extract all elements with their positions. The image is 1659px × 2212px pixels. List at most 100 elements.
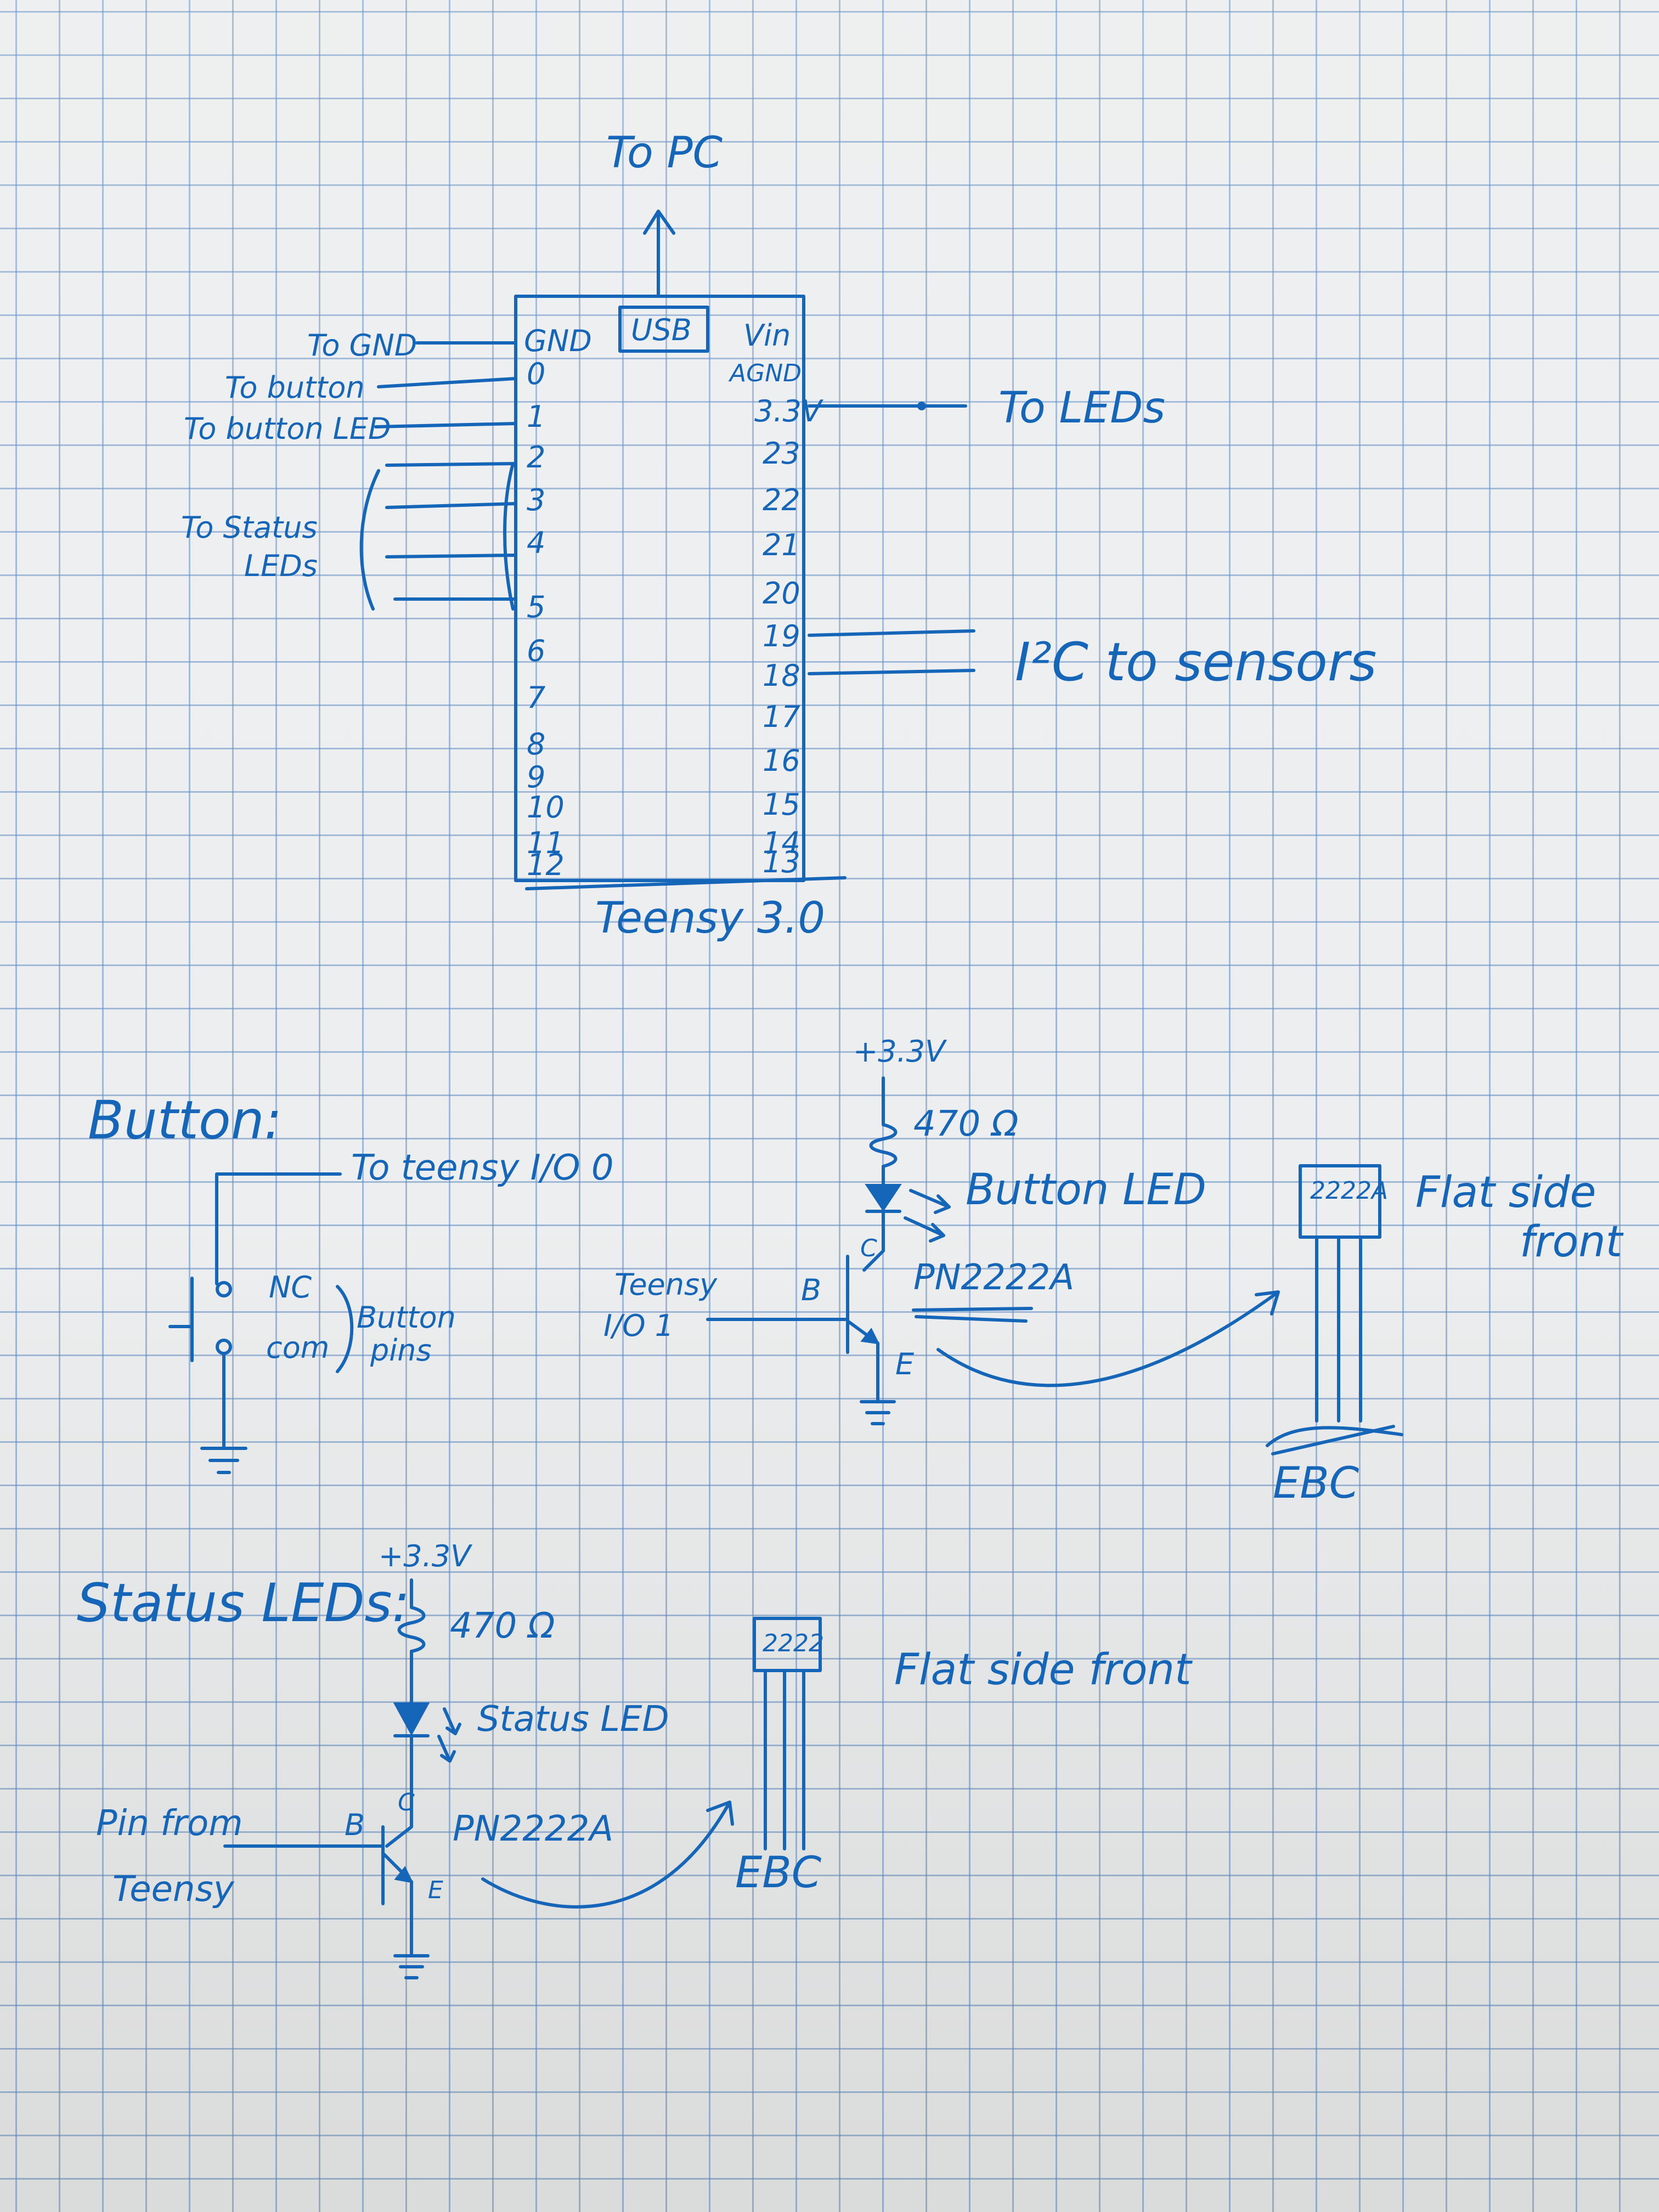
button-base-label: B <box>801 1273 821 1307</box>
wire-button-led <box>374 422 517 428</box>
button-collector-label: C <box>860 1234 877 1262</box>
nc-label: NC <box>269 1270 312 1305</box>
pin-9: 9 <box>527 760 545 794</box>
status-light-arrows <box>437 1707 461 1763</box>
pin-22: 22 <box>763 483 800 517</box>
pin-11: 11 <box>527 826 565 860</box>
teensy-diagram: To PC USB GND 0 1 2 3 4 5 6 7 8 9 10 11 … <box>181 128 1376 943</box>
button-resistor-label: 470 Ω <box>913 1104 1019 1144</box>
usb-up-arrow <box>643 210 675 298</box>
button-section: Button: To teensy I/O 0 NC com Button pi… <box>88 1034 1624 1508</box>
button-input-label-2: I/O 1 <box>603 1308 674 1343</box>
pin-19: 19 <box>763 619 800 653</box>
pin-gnd: GND <box>524 324 592 358</box>
pin-4: 4 <box>527 526 545 560</box>
pin-6: 6 <box>527 634 545 668</box>
button-transistor-label: PN2222A <box>913 1257 1074 1298</box>
button-pins-label-1: Button <box>357 1300 456 1335</box>
button-supply-label: +3.3V <box>853 1034 947 1069</box>
to-button-led-label: To button LED <box>184 411 391 446</box>
pin-2: 2 <box>527 440 545 475</box>
pin-3: 3 <box>527 483 545 517</box>
pin-7: 7 <box>527 680 545 715</box>
to-status-label-1: To Status <box>181 510 318 545</box>
pins-brace <box>336 1285 354 1373</box>
status-input-label-1: Pin from <box>96 1803 243 1844</box>
button-package-text: 2222A <box>1310 1177 1388 1205</box>
pin-15: 15 <box>763 787 800 822</box>
com-label: com <box>266 1330 329 1365</box>
board-label: Teensy 3.0 <box>595 894 825 943</box>
status-transistor-package <box>753 1617 822 1672</box>
status-flat-label: Flat side front <box>894 1645 1193 1695</box>
to-status-label-2: LEDs <box>244 549 318 583</box>
pin-agnd: AGND <box>728 359 802 387</box>
pin-13: 13 <box>763 845 800 879</box>
status-resistor-label: 470 Ω <box>450 1606 555 1646</box>
button-led-label: Button LED <box>966 1165 1206 1215</box>
crossed-out-text <box>912 1307 1033 1323</box>
com-terminal <box>216 1339 232 1355</box>
pin-3v3: 3.3V <box>754 394 824 428</box>
junction-dot <box>917 402 926 410</box>
status-led-diode <box>393 1702 430 1736</box>
pinout-pointer-arrow <box>936 1290 1280 1387</box>
status-resistor <box>397 1606 426 1653</box>
button-flat-label-2: front <box>1520 1217 1624 1267</box>
status-supply-label: +3.3V <box>379 1539 473 1573</box>
wires-status-leds <box>385 462 517 601</box>
status-emitter-wire <box>382 1853 413 1957</box>
status-transistor-label: PN2222A <box>453 1809 613 1849</box>
status-collector-wire <box>385 1735 413 1848</box>
pin-8: 8 <box>527 727 545 761</box>
button-ground-symbol <box>200 1447 247 1474</box>
button-leg-labels: EBC <box>1273 1459 1359 1508</box>
status-base-label: B <box>345 1808 365 1842</box>
wires-i2c <box>808 629 975 675</box>
i2c-label: I²C to sensors <box>1015 631 1376 693</box>
scribble-out <box>1266 1425 1403 1455</box>
button-led-diode <box>865 1184 902 1212</box>
status-pointer-arrow <box>481 1801 734 1909</box>
status-ground-symbol <box>393 1954 430 1979</box>
to-button-label: To button <box>225 370 365 405</box>
led-ground-symbol <box>860 1400 896 1425</box>
pin-20: 20 <box>763 576 800 611</box>
teensy-board-outline <box>514 295 805 882</box>
board-bottom-stroke <box>525 876 847 890</box>
to-leds-label: To LEDs <box>998 383 1165 433</box>
pin-23: 23 <box>763 436 800 471</box>
status-title: Status LEDs: <box>77 1572 410 1634</box>
nc-terminal <box>216 1281 232 1297</box>
button-emitter-label: E <box>895 1347 915 1381</box>
wire-button <box>377 377 517 388</box>
button-flat-label-1: Flat side <box>1415 1168 1596 1217</box>
led-light-arrows <box>904 1189 951 1243</box>
button-io-wire <box>215 1172 342 1285</box>
button-resistor <box>869 1123 898 1168</box>
status-leg-labels: EBC <box>735 1848 822 1898</box>
emitter-arrow <box>860 1328 880 1345</box>
usb-connector <box>618 306 709 353</box>
pin-vin: Vin <box>743 318 791 353</box>
button-package-legs <box>1315 1235 1362 1423</box>
button-pins-label-2: pins <box>370 1333 432 1368</box>
pin-12: 12 <box>527 848 565 882</box>
status-section: Status LEDs: +3.3V 470 Ω Status LED C B … <box>77 1539 1193 1979</box>
status-pins-brace <box>503 462 515 611</box>
pin-1: 1 <box>527 399 545 434</box>
status-emitter-label: E <box>428 1876 443 1904</box>
status-package-legs <box>764 1669 805 1850</box>
status-package-text: 2222 <box>763 1629 824 1657</box>
pin-17: 17 <box>763 699 800 734</box>
button-title: Button: <box>88 1090 282 1151</box>
pin-5: 5 <box>527 590 545 624</box>
pin-16: 16 <box>763 743 800 778</box>
status-input-label-2: Teensy <box>112 1869 235 1910</box>
usb-target-label: To PC <box>606 128 723 178</box>
status-group-bracket <box>359 469 380 611</box>
pin-21: 21 <box>763 528 800 562</box>
usb-label: USB <box>631 313 692 347</box>
